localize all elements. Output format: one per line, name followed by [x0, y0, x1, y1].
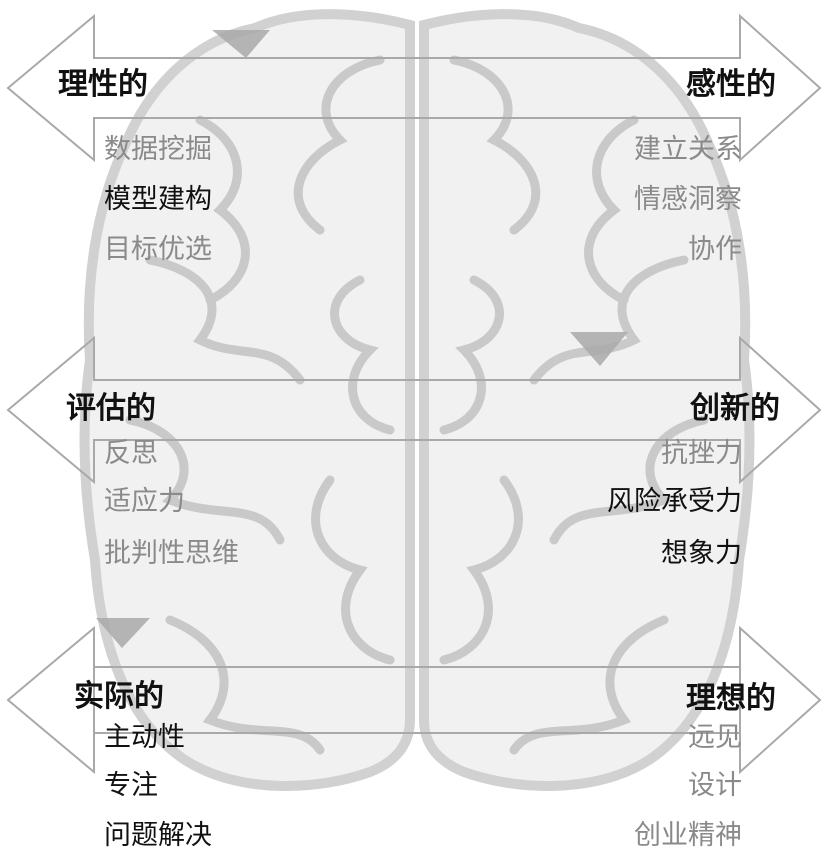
row-3-left-item-2: 专注: [104, 770, 158, 801]
row-2-left-item-1: 反思: [104, 438, 158, 469]
row-1-right-heading: 感性的: [686, 67, 776, 102]
row-1-right-item-3: 协作: [688, 234, 742, 265]
brain-illustration: [79, 9, 755, 791]
row-3-left-heading: 实际的: [74, 679, 164, 714]
row-1-left-heading: 理性的: [58, 67, 148, 102]
brain-fold: [145, 255, 305, 385]
triangle-marker-1: [212, 30, 270, 58]
row-2-right-item-2: 风险承受力: [607, 486, 742, 517]
row-2-left-item-3: 批判性思维: [104, 538, 239, 569]
row-3-left-item-1: 主动性: [104, 722, 185, 753]
brain-fold: [195, 115, 250, 305]
arrows-layer: [6, 13, 822, 775]
row-1-left-item-2: 模型建构: [104, 184, 212, 215]
markers-layer: [96, 30, 628, 648]
row-2-right-heading: 创新的: [690, 391, 780, 426]
row-3-right-heading: 理想的: [686, 681, 776, 716]
brain-fold: [330, 275, 395, 435]
row-2-left-item-2: 适应力: [104, 486, 185, 517]
row-3-left-item-3: 问题解决: [104, 820, 212, 851]
double-headed-arrow-1: [6, 13, 822, 163]
right-hemisphere: [419, 9, 755, 791]
brain-fold: [439, 275, 504, 435]
row-1-right-item-1: 建立关系: [634, 134, 742, 165]
brain-fold: [584, 115, 639, 305]
brain-fold: [449, 55, 541, 235]
brain-fold: [311, 475, 395, 665]
row-3-right-item-2: 设计: [688, 770, 742, 801]
brain-fold: [293, 55, 385, 235]
triangle-marker-2: [570, 332, 628, 366]
row-2-right-item-1: 抗挫力: [661, 438, 742, 469]
row-2-left-heading: 评估的: [66, 391, 156, 426]
brain-folds: [125, 55, 709, 755]
row-2-right-item-3: 想象力: [661, 538, 742, 569]
row-3-right-item-3: 创业精神: [634, 820, 742, 851]
row-3-right-item-1: 远见: [688, 722, 742, 753]
row-1-left-item-3: 目标优选: [104, 234, 212, 265]
brain-fold: [125, 415, 285, 545]
triangle-marker-3: [96, 618, 150, 648]
row-1-left-item-1: 数据挖掘: [104, 134, 212, 165]
double-headed-arrow-2: [6, 335, 822, 485]
double-headed-arrow-3: [6, 625, 822, 775]
brain-fold: [439, 475, 523, 665]
brain-fold: [549, 415, 709, 545]
row-1-right-item-2: 情感洞察: [634, 184, 742, 215]
brain-fold: [529, 255, 689, 385]
